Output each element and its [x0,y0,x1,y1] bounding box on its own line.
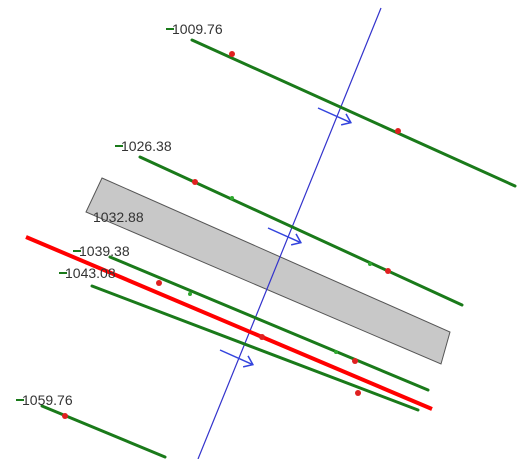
contour-marker [355,390,361,396]
contour-label: 1039.38 [79,243,130,259]
blue-axis-line [197,7,382,459]
contour-tick [188,292,192,296]
contour-label: 1026.38 [121,138,172,154]
grey-block [85,177,451,365]
contour-tick [230,196,234,200]
flow-arrow-icon [267,227,303,246]
contour-marker [259,334,265,340]
contour-line-1059 [40,404,167,459]
contour-marker [192,179,198,185]
contour-marker [385,268,391,274]
contour-line-1039 [108,255,430,392]
contour-tick [334,350,338,354]
contour-line-1009 [190,38,517,188]
red-section-line [25,235,433,411]
block-label: 1032.88 [93,209,144,225]
contour-marker [229,51,235,57]
contour-label: 1043.08 [65,265,116,281]
contour-line-1043 [90,284,420,412]
flow-arrow-icon [219,349,255,368]
flow-arrow-icon [317,107,353,126]
contour-label: 1059.76 [22,392,73,408]
contour-tick [368,262,372,266]
contour-marker [395,128,401,134]
contour-marker [156,280,162,286]
contour-marker [62,413,68,419]
contour-label: 1009.76 [172,21,223,37]
contour-marker [352,358,358,364]
